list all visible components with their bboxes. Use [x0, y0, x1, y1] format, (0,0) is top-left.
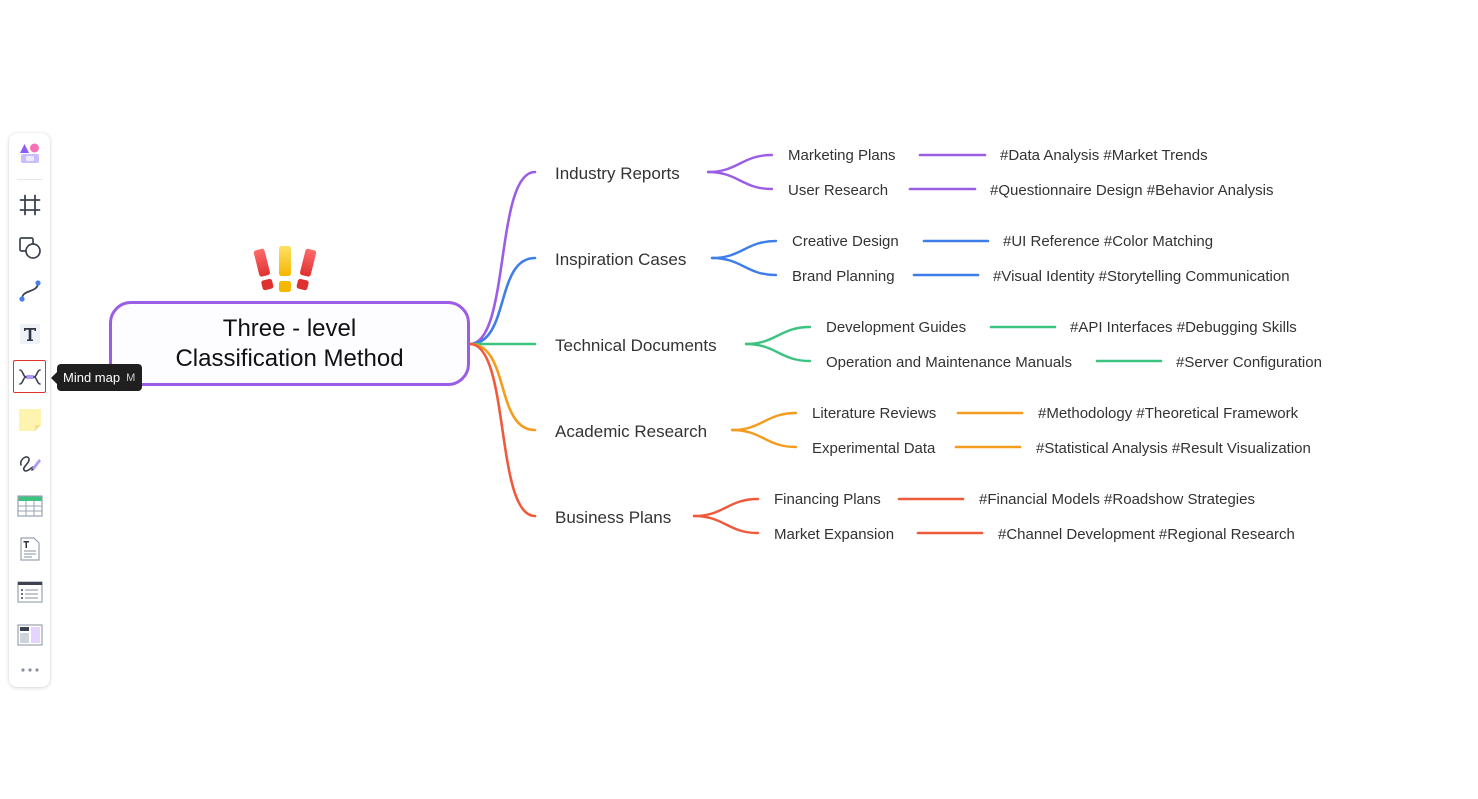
- branch-to-sub-connector: [710, 239, 778, 260]
- mind-map-icon: [18, 366, 42, 388]
- tag-node-user-research[interactable]: #Questionnaire Design #Behavior Analysis: [990, 182, 1274, 199]
- branch-to-sub-connector: [692, 497, 760, 518]
- tooltip-shortcut: M: [126, 371, 136, 384]
- tag-node-market-expansion[interactable]: #Channel Development #Regional Research: [998, 526, 1295, 543]
- tag-node-literature-reviews[interactable]: #Methodology #Theoretical Framework: [1038, 405, 1299, 422]
- tag-node-experimental-data[interactable]: #Statistical Analysis #Result Visualizat…: [1036, 440, 1311, 457]
- list-icon[interactable]: [13, 575, 46, 608]
- root-to-branch-connector: [468, 256, 537, 346]
- left-toolbar: [9, 133, 50, 687]
- mind-map-tooltip: Mind map M: [50, 364, 143, 391]
- sub-node-market-expansion[interactable]: Market Expansion: [774, 526, 895, 543]
- branch-to-sub-connector: [730, 428, 798, 449]
- branch-to-sub-connector: [706, 170, 774, 191]
- tag-node-operation-maintenance-manuals[interactable]: #Server Configuration: [1176, 354, 1322, 371]
- mind-map-tool-button[interactable]: [13, 360, 46, 393]
- branch-to-sub-connector: [710, 256, 778, 277]
- tag-node-marketing-plans[interactable]: #Data Analysis #Market Trends: [1000, 147, 1208, 164]
- root-node-title-line1: Three - level: [222, 314, 357, 342]
- app-logo-icon[interactable]: [13, 136, 46, 169]
- root-to-branch-connector: [468, 170, 537, 346]
- branch-node-inspiration-cases[interactable]: Inspiration Cases: [555, 250, 687, 269]
- branch-to-sub-connector: [730, 411, 798, 432]
- sub-node-operation-maintenance-manuals[interactable]: Operation and Maintenance Manuals: [826, 354, 1072, 371]
- root-node-title-line2: Classification Method: [175, 344, 404, 372]
- sub-node-experimental-data[interactable]: Experimental Data: [812, 440, 936, 457]
- text-icon[interactable]: [13, 317, 46, 350]
- root-to-branch-connector: [468, 342, 537, 518]
- sub-node-literature-reviews[interactable]: Literature Reviews: [812, 405, 937, 422]
- tag-node-brand-planning[interactable]: #Visual Identity #Storytelling Communica…: [993, 268, 1290, 285]
- branch-to-sub-connector: [744, 325, 812, 346]
- more-icon[interactable]: [13, 655, 46, 685]
- mind-map-root-node[interactable]: Three - level Classification Method: [109, 301, 470, 386]
- template-icon[interactable]: [13, 618, 46, 651]
- branch-to-sub-connector: [744, 342, 812, 363]
- branch-to-sub-connector: [692, 514, 760, 535]
- branch-node-academic-research[interactable]: Academic Research: [555, 422, 708, 441]
- branch-node-industry-reports[interactable]: Industry Reports: [555, 164, 680, 183]
- sub-node-development-guides[interactable]: Development Guides: [826, 319, 967, 336]
- tag-node-creative-design[interactable]: #UI Reference #Color Matching: [1003, 233, 1214, 250]
- document-icon[interactable]: [13, 532, 46, 565]
- shape-icon[interactable]: [13, 231, 46, 264]
- pen-icon[interactable]: [13, 446, 46, 479]
- branch-node-technical-documents[interactable]: Technical Documents: [555, 336, 717, 355]
- frame-icon[interactable]: [13, 188, 46, 221]
- connector-icon[interactable]: [13, 274, 46, 307]
- sub-node-creative-design[interactable]: Creative Design: [792, 233, 899, 250]
- sub-node-brand-planning[interactable]: Brand Planning: [792, 268, 895, 285]
- sub-node-user-research[interactable]: User Research: [788, 182, 889, 199]
- branch-node-business-plans[interactable]: Business Plans: [555, 508, 672, 527]
- table-icon[interactable]: [13, 489, 46, 522]
- triple-exclamation-icon: [249, 245, 321, 302]
- sub-node-financing-plans[interactable]: Financing Plans: [774, 491, 881, 508]
- sticky-note-icon[interactable]: [13, 403, 46, 436]
- tag-node-development-guides[interactable]: #API Interfaces #Debugging Skills: [1070, 319, 1297, 336]
- root-to-branch-connector: [468, 342, 537, 432]
- sub-node-marketing-plans[interactable]: Marketing Plans: [788, 147, 896, 164]
- branch-to-sub-connector: [706, 153, 774, 174]
- tooltip-label: Mind map: [63, 370, 121, 385]
- toolbar-divider: [17, 179, 42, 180]
- tag-node-financing-plans[interactable]: #Financial Models #Roadshow Strategies: [979, 491, 1255, 508]
